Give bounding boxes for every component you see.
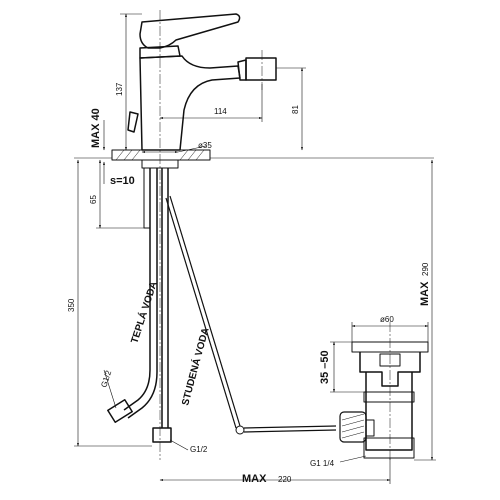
bidet-spray-nozzle bbox=[245, 57, 277, 81]
knurled-nut bbox=[339, 411, 367, 443]
dim-d60: ø60 bbox=[380, 315, 394, 324]
dim-350: 350 bbox=[67, 298, 76, 312]
supply-hoses bbox=[107, 167, 172, 443]
dim-d35: ø35 bbox=[198, 141, 212, 150]
popup-waste-drain bbox=[339, 341, 429, 459]
faucet-body bbox=[127, 13, 277, 151]
hot-hose-connector bbox=[107, 399, 133, 423]
dim-max220-label: MAX bbox=[242, 473, 267, 485]
label-cold-water: STUDENÁ VODA bbox=[178, 326, 211, 407]
dim-35-50: 35 –50 bbox=[319, 350, 331, 384]
dim-114: 114 bbox=[214, 107, 227, 116]
countertop bbox=[74, 149, 434, 169]
dim-137: 137 bbox=[115, 82, 124, 96]
dim-g114: G1 1/4 bbox=[310, 459, 335, 468]
cold-hose-connector bbox=[152, 427, 172, 443]
dim-s10: s=10 bbox=[110, 175, 135, 187]
dim-max40: MAX 40 bbox=[90, 108, 102, 148]
dim-81: 81 bbox=[291, 105, 300, 114]
dim-g12-cold: G1/2 bbox=[190, 445, 208, 454]
label-hot-water: TEPLÁ VODA bbox=[127, 280, 159, 345]
lever-handle bbox=[139, 13, 241, 49]
popup-linkage bbox=[165, 195, 337, 435]
dimension-lines bbox=[74, 13, 436, 484]
faucet-main-body bbox=[139, 55, 241, 151]
dimension-labels: MAX 40 137 114 81 ø35 s=10 65 350 MAX 29… bbox=[67, 82, 431, 485]
dim-max290-label: MAX bbox=[419, 281, 431, 306]
dim-g12-hot: G1/2 bbox=[99, 369, 113, 389]
dim-65: 65 bbox=[89, 195, 98, 204]
dim-220: 220 bbox=[278, 475, 292, 484]
popup-rod-knob bbox=[127, 111, 139, 133]
dim-290: 290 bbox=[421, 262, 430, 276]
